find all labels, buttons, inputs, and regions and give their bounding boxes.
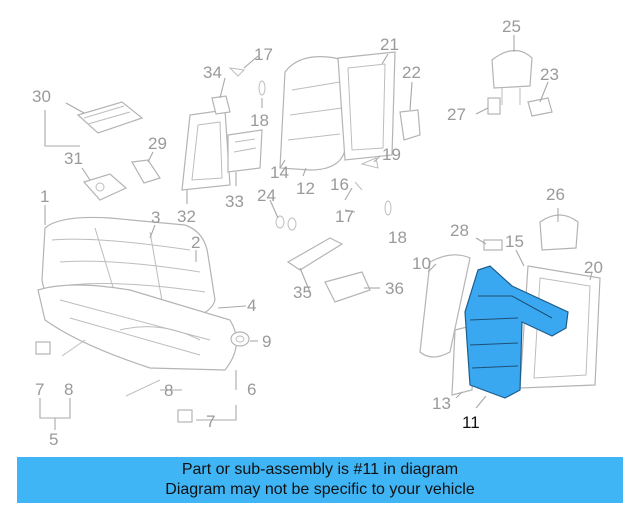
callout-15: 15 (505, 232, 524, 251)
callout-1: 1 (40, 187, 49, 206)
module-36 (324, 271, 371, 303)
headrest-26 (539, 214, 579, 251)
callout-23: 23 (540, 65, 559, 84)
callout-11: 11 (462, 413, 480, 432)
callout-18b: 18 (388, 228, 407, 247)
callout-32: 32 (177, 207, 196, 226)
seatback-frame-32 (181, 109, 231, 191)
armrest-35 (286, 237, 344, 271)
seat-base-frame (37, 284, 237, 371)
seatback-frame-21 (337, 51, 396, 161)
info-banner: Part or sub-assembly is #11 in diagram D… (17, 457, 623, 503)
grommet-9 (230, 331, 250, 347)
callout-18a: 18 (250, 111, 269, 130)
callout-28: 28 (450, 221, 469, 240)
callout-13: 13 (432, 394, 451, 413)
callout-34: 34 (203, 63, 222, 82)
callout-labels: 1 2 3 4 5 6 7 7 8 8 9 10 11 12 13 14 15 … (32, 17, 603, 449)
clip-7b (177, 409, 193, 423)
callout-12: 12 (296, 179, 315, 198)
callout-4: 4 (247, 296, 256, 315)
callout-26: 26 (546, 185, 565, 204)
strap-16 (354, 181, 363, 191)
bolts-24 (275, 215, 297, 231)
callout-20: 20 (584, 258, 603, 277)
guide-28 (483, 239, 503, 251)
callout-21: 21 (380, 35, 399, 54)
cushion-pad-30 (76, 101, 144, 134)
parts-diagram: 1 2 3 4 5 6 7 7 8 8 9 10 11 12 13 14 15 … (32, 17, 603, 449)
pin-18b (384, 200, 392, 216)
callout-8a: 8 (64, 380, 73, 399)
trim-29 (131, 159, 161, 184)
callout-6: 6 (247, 380, 256, 399)
seatback-cover-12 (279, 56, 349, 171)
callout-10: 10 (412, 254, 431, 273)
callout-22: 22 (402, 63, 421, 82)
bracket-31 (82, 173, 128, 201)
callout-2: 2 (191, 233, 200, 252)
callout-16: 16 (330, 175, 349, 194)
callout-35: 35 (293, 283, 312, 302)
callout-7a: 7 (35, 380, 44, 399)
panel-34 (211, 95, 231, 115)
pin-18a (258, 80, 266, 96)
callout-3: 3 (151, 208, 160, 227)
callout-27: 27 (447, 105, 466, 124)
callout-9: 9 (262, 332, 271, 351)
callout-30: 30 (32, 87, 51, 106)
bolster-10 (419, 254, 471, 358)
callout-29: 29 (148, 134, 167, 153)
callout-14: 14 (270, 163, 289, 182)
callout-5: 5 (49, 430, 58, 449)
headrest-25 (491, 49, 533, 105)
callout-31: 31 (64, 149, 83, 168)
callout-24: 24 (257, 186, 276, 205)
callout-7b: 7 (206, 412, 215, 431)
seatback-panel-33 (227, 129, 263, 173)
banner-line-2: Diagram may not be specific to your vehi… (165, 481, 475, 498)
callout-33: 33 (225, 192, 244, 211)
callout-8b: 8 (164, 381, 173, 400)
callout-17a: 17 (254, 45, 273, 64)
seatback-trim-11-highlighted (464, 265, 569, 399)
callout-36: 36 (385, 279, 404, 298)
leader-lines (39, 35, 593, 430)
callout-25: 25 (502, 17, 521, 36)
banner-line-1: Part or sub-assembly is #11 in diagram (181, 461, 459, 478)
clip-7a (35, 341, 51, 355)
callout-19: 19 (382, 145, 401, 164)
hinge-22 (399, 109, 421, 141)
latch-19 (360, 157, 379, 169)
clip-17a (228, 67, 246, 77)
callout-17b: 17 (335, 207, 354, 226)
rod-8b (125, 379, 161, 397)
guide-27 (487, 97, 501, 115)
rod-8a (61, 339, 86, 357)
